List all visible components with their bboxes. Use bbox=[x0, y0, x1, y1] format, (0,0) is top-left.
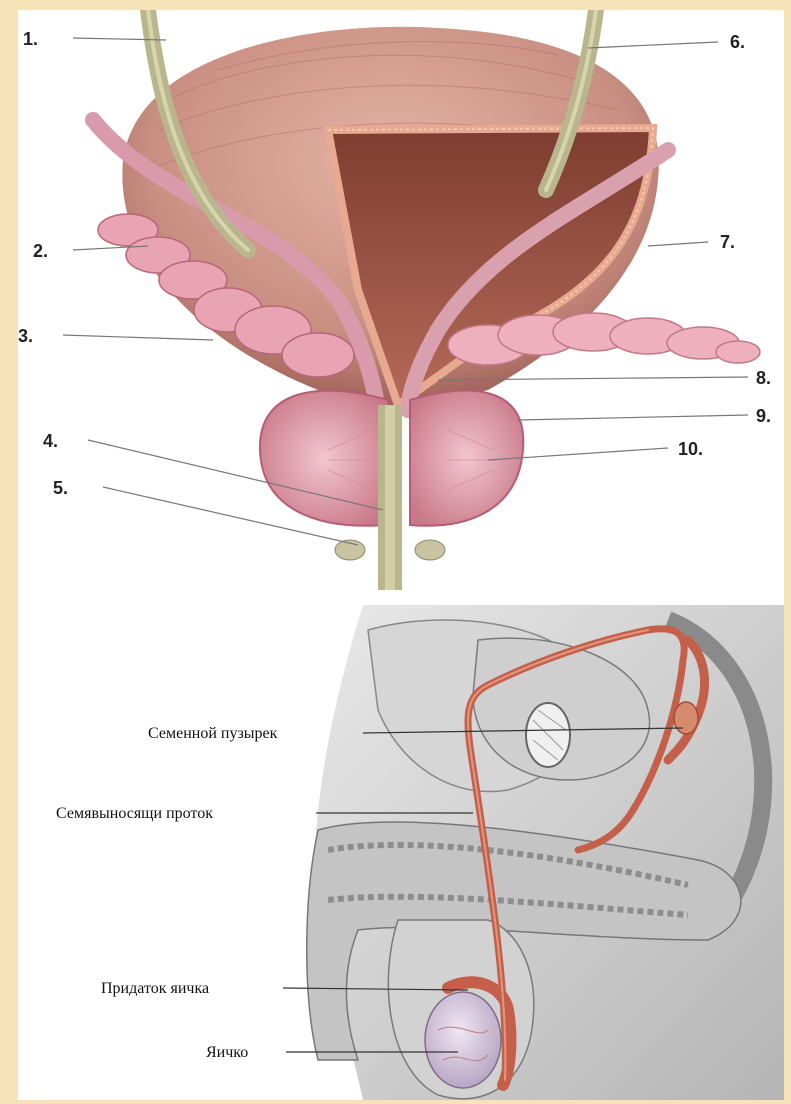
label-1: 1. bbox=[23, 29, 38, 49]
bulbourethral-gland-right bbox=[415, 540, 445, 560]
label-2: 2. bbox=[33, 241, 48, 261]
label-seminal-vesicle: Семенной пузырек bbox=[148, 725, 278, 742]
label-testis: Яичко bbox=[206, 1044, 248, 1061]
slide-frame: 1. 2. 3. 4. 5. 6. 7. 8. 9. 10. bbox=[18, 10, 784, 1100]
label-9: 9. bbox=[756, 406, 771, 426]
bladder-prostate-diagram: 1. 2. 3. 4. 5. 6. 7. 8. 9. 10. bbox=[18, 10, 784, 600]
label-4: 4. bbox=[43, 431, 58, 451]
sagittal-section-diagram: Семенной пузырек Семявыносящи проток При… bbox=[18, 600, 784, 1100]
label-vas-deferens: Семявыносящи проток bbox=[56, 805, 213, 822]
label-epididymis: Придаток яичка bbox=[101, 980, 209, 997]
seminal-vesicle-bulb bbox=[674, 702, 698, 734]
sagittal-section-svg: Семенной пузырек Семявыносящи проток При… bbox=[18, 600, 784, 1100]
label-6: 6. bbox=[730, 32, 745, 52]
label-7: 7. bbox=[720, 232, 735, 252]
bladder-prostate-svg: 1. 2. 3. 4. 5. 6. 7. 8. 9. 10. bbox=[18, 10, 784, 600]
label-5: 5. bbox=[53, 478, 68, 498]
label-8: 8. bbox=[756, 368, 771, 388]
label-10: 10. bbox=[678, 439, 703, 459]
testis bbox=[425, 992, 501, 1088]
prostate-left bbox=[260, 391, 388, 526]
label-3: 3. bbox=[18, 326, 33, 346]
